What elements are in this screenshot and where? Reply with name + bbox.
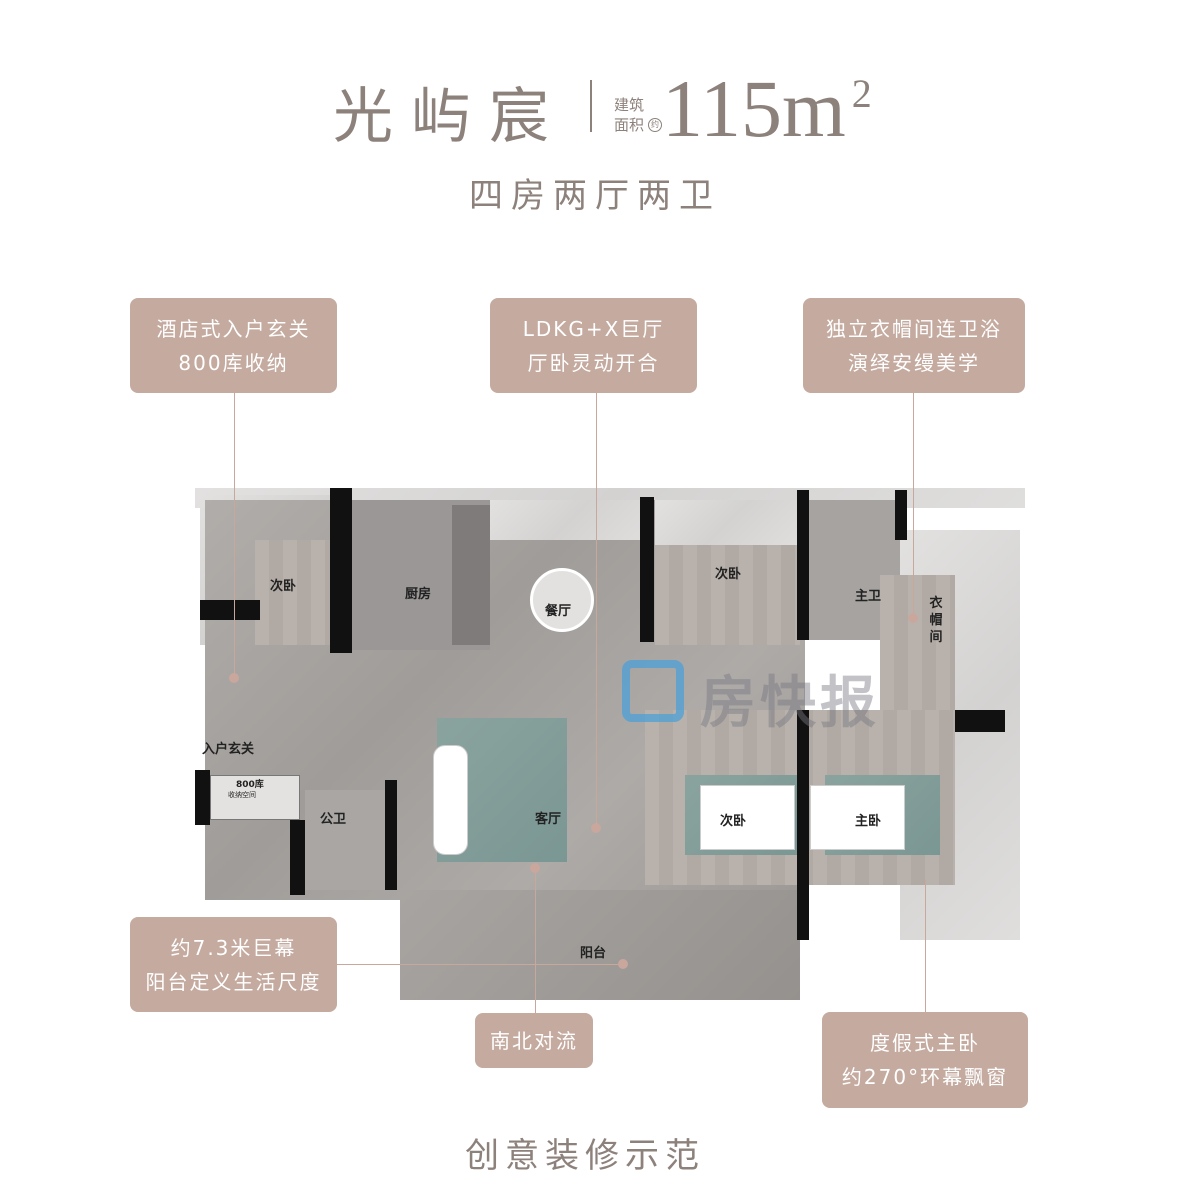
callout-text: LDKG+X巨厅 [522, 316, 665, 341]
leader-dot [229, 673, 239, 683]
callout-text: 独立衣帽间连卫浴 [826, 316, 1002, 341]
leader-dot [591, 823, 601, 833]
kitchen-island [452, 505, 490, 645]
footer-caption: 创意装修示范 [465, 1136, 705, 1176]
area-superscript: 2 [851, 71, 872, 116]
label-storage: 800库 [236, 780, 264, 790]
leader-dot [618, 959, 628, 969]
bed-secondary [700, 785, 795, 850]
leader-line [337, 964, 622, 965]
wall [640, 497, 654, 642]
callout-living: LDKG+X巨厅厅卧灵动开合 [490, 298, 697, 393]
bedroom-north [655, 545, 800, 645]
approx-mark: 约 [648, 118, 662, 132]
callout-text: 约7.3米巨幕 [170, 935, 297, 960]
label-bedroom-north: 次卧 [715, 567, 742, 582]
bed-master [810, 785, 905, 850]
area-label-line2: 面积 [614, 116, 645, 134]
label-dining: 餐厅 [545, 604, 572, 619]
callout-text: 约270°环幕飘窗 [841, 1065, 1009, 1089]
label-bedroom-west: 次卧 [270, 579, 297, 594]
north-terrace-2 [655, 500, 800, 545]
north-terrace [490, 500, 650, 540]
title-divider [590, 80, 592, 132]
label-balcony: 阳台 [580, 946, 607, 961]
label-master-bedroom: 主卧 [855, 814, 882, 829]
wall [895, 490, 907, 540]
wall [195, 770, 210, 825]
callout-text: 演绎安缦美学 [848, 350, 980, 375]
callout-text: 度假式主卧 [870, 1031, 980, 1055]
guest-bath [305, 790, 395, 890]
leader-line [234, 393, 235, 678]
layout-subtitle: 四房两厅两卫 [469, 176, 721, 216]
leader-dot [908, 613, 918, 623]
label-walkin: 衣帽间 [929, 596, 943, 645]
label-kitchen: 厨房 [405, 587, 432, 602]
leader-line [596, 393, 597, 828]
callout-text: 酒店式入户玄关 [156, 316, 311, 341]
label-bedroom-south: 次卧 [720, 814, 747, 829]
leader-line [535, 868, 536, 1013]
leader-line [913, 393, 914, 618]
storage-cabinet [210, 775, 300, 820]
label-living: 客厅 [535, 812, 562, 827]
area-label: 建筑面积 [614, 95, 644, 135]
watermark: 房快报 [700, 671, 880, 736]
callout-text: 阳台定义生活尺度 [145, 969, 322, 994]
project-title: 光屿宸 [333, 82, 567, 152]
leader-line [925, 880, 926, 1012]
wall [385, 780, 397, 890]
label-entry: 入户玄关 [202, 742, 255, 757]
callout-entry: 酒店式入户玄关 800库收纳 [130, 298, 337, 393]
label-storage-sub: 收纳空间 [228, 791, 256, 799]
callout-text: 南北对流 [490, 1028, 578, 1053]
dining-table [530, 568, 594, 632]
area-label-line1: 建筑 [614, 96, 645, 114]
wall [200, 600, 260, 620]
leader-dot [530, 863, 540, 873]
area-value: 115m [662, 63, 846, 154]
callout-text: 厅卧灵动开合 [527, 350, 660, 375]
wall [330, 488, 352, 653]
callout-master: 度假式主卧约270°环幕飘窗 [822, 1012, 1028, 1108]
label-master-bath: 主卫 [855, 589, 882, 604]
wall [797, 490, 809, 640]
south-balcony [400, 890, 800, 1000]
callout-closet: 独立衣帽间连卫浴演绎安缦美学 [803, 298, 1025, 393]
wall [290, 820, 305, 895]
callout-ventilation: 南北对流 [475, 1013, 593, 1068]
callout-text: 800库收纳 [178, 350, 289, 375]
wall [797, 710, 809, 940]
watermark-logo-icon [622, 660, 684, 722]
wall [955, 710, 1005, 732]
callout-balcony: 约7.3米巨幕阳台定义生活尺度 [130, 917, 337, 1012]
sofa [433, 745, 468, 855]
label-guest-bath: 公卫 [320, 812, 347, 827]
